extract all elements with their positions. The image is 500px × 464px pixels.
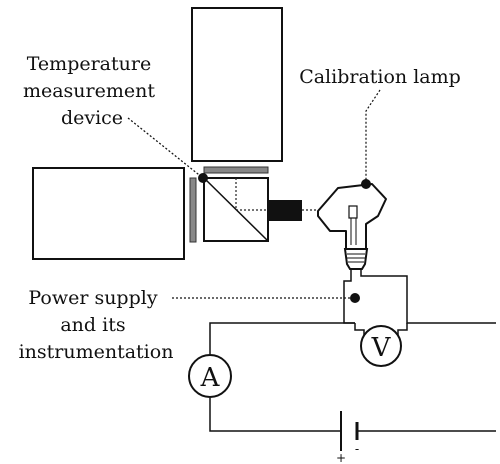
ammeter-circle <box>188 354 232 398</box>
calibration-label: Calibration lamp <box>299 66 461 88</box>
lamp-lead-right <box>360 269 496 324</box>
temperature-label-line-2: measurement <box>23 80 155 102</box>
voltmeter-symbol: V <box>371 333 392 363</box>
voltmeter-circle <box>360 325 402 367</box>
filter-vertical <box>189 177 197 243</box>
circuit-wire-left <box>209 322 355 354</box>
lamp-filament <box>348 205 358 219</box>
calibration-leader-line <box>365 89 381 184</box>
temperature-label-line-3: device <box>61 107 123 129</box>
battery-plus-sign: + <box>336 451 346 464</box>
upper-camera-body <box>191 7 283 162</box>
temperature-label-line-1: Temperature <box>27 53 151 75</box>
camera-body <box>32 167 185 260</box>
lamp-base-socket <box>343 248 369 270</box>
temperature-marker-dot <box>198 173 208 183</box>
filter-horizontal <box>203 166 269 174</box>
temperature-label: Temperature measurement device <box>23 53 161 129</box>
power-label: Power supply and its instrumentation <box>19 287 174 363</box>
power-label-line-2: and its <box>60 314 125 336</box>
voltmeter-lead-right <box>397 323 408 336</box>
power-label-line-3: instrumentation <box>19 341 174 363</box>
power-label-line-1: Power supply <box>28 287 157 309</box>
power-marker-dot <box>350 293 360 303</box>
calibration-lamp <box>317 183 387 250</box>
circuit-wire-bottom-left <box>209 398 341 432</box>
temperature-leader-line <box>127 117 204 179</box>
ammeter-symbol: A <box>200 363 221 393</box>
calibration-marker-dot <box>361 179 371 189</box>
battery-minus-sign: - <box>355 442 359 456</box>
voltmeter-lead-left <box>354 323 365 336</box>
objective-lens <box>268 200 302 221</box>
